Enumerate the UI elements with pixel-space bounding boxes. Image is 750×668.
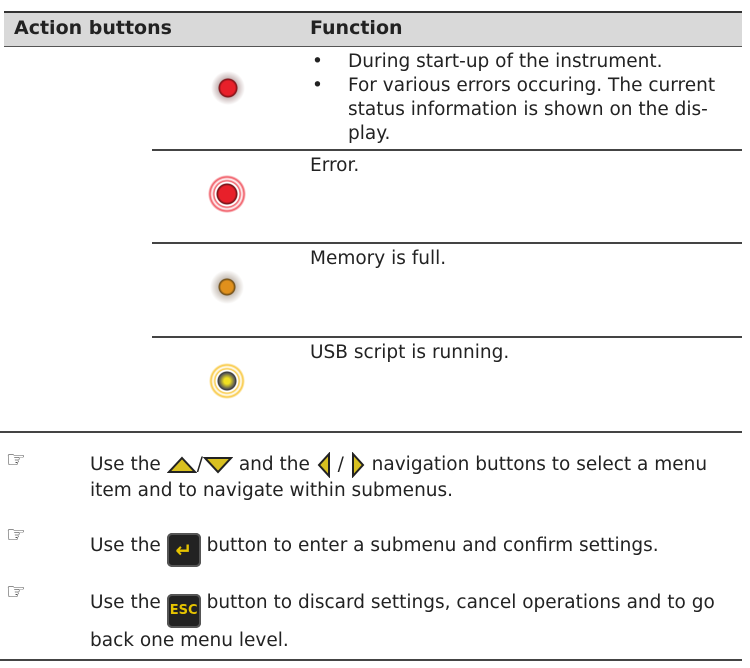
- down-arrow-button-icon: [202, 457, 233, 474]
- row-divider: [152, 336, 742, 338]
- esc-key-icon: ESC: [166, 594, 201, 628]
- row-divider: [152, 242, 742, 244]
- header-function: Function: [310, 17, 403, 39]
- red-flashing-led-icon: [208, 175, 246, 213]
- note-escape: Use the ESC button to discard settings, …: [90, 592, 715, 651]
- bottom-rule: [0, 659, 742, 661]
- row-divider: [152, 149, 742, 151]
- table-header: Action buttons Function: [4, 11, 742, 47]
- row-3-function: Memory is full.: [310, 248, 447, 269]
- row-4-function: USB script is running.: [310, 342, 510, 363]
- yellow-flashing-led-icon: [209, 363, 245, 399]
- note-enter: Use the ↵ button to enter a submenu and …: [90, 533, 740, 567]
- table-bottom-border: [0, 431, 742, 433]
- enter-key-icon: ↵: [166, 533, 201, 567]
- right-arrow-button-icon: [351, 452, 365, 478]
- left-arrow-button-icon: [317, 452, 330, 478]
- row-2-function: Error.: [310, 155, 360, 176]
- note-navigation: Use the / and the / navigation buttons t…: [90, 452, 708, 501]
- pointing-hand-icon: ☞: [6, 448, 26, 473]
- pointing-hand-icon: ☞: [6, 580, 26, 605]
- header-action-buttons: Action buttons: [14, 17, 172, 39]
- orange-led-icon: [210, 270, 244, 304]
- red-glow-led-icon: [211, 71, 245, 105]
- bullet-item: During start-up of the instrument.: [310, 50, 740, 74]
- row-1-function: During start-up of the instrument.For va…: [310, 50, 740, 146]
- pointing-hand-icon: ☞: [6, 523, 26, 548]
- up-arrow-button-icon: [166, 456, 197, 473]
- bullet-item: For various errors occuring. The current…: [310, 74, 740, 146]
